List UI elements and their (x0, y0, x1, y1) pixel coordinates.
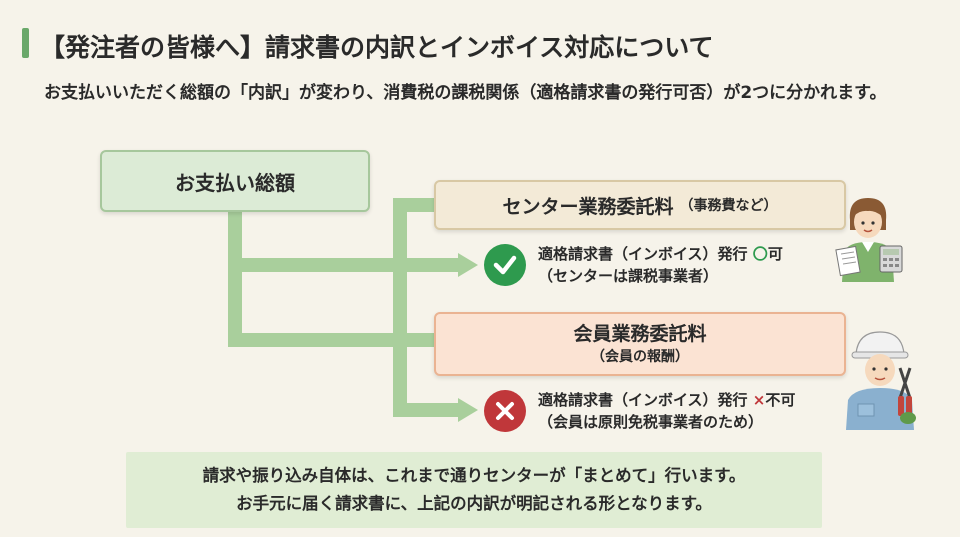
center-fee-label: センター業務委託料 (502, 195, 674, 218)
member-fee-box: 会員業務委託料 （会員の報酬） (434, 312, 846, 376)
total-amount-label: お支払い総額 (175, 170, 295, 195)
ok-mark: 〇 (752, 245, 768, 263)
member-invoice-result: 適格請求書（インボイス）発行 ×不可 （会員は原則免税事業者のため） (538, 389, 795, 433)
footer-line-1: 請求や振り込み自体は、これまで通りセンターが「まとめて」行います。 (202, 466, 746, 485)
center-result-note: （センターは課税事業者） (538, 267, 719, 285)
intro-text: お支払いいただく総額の「内訳」が変わり、消費税の課税関係（適格請求書の発行可否）… (44, 83, 887, 103)
arrowhead-ok (458, 253, 478, 277)
center-fee-note: （事務費など） (679, 198, 778, 214)
center-result-prefix: 適格請求書（インボイス）発行 (538, 245, 748, 263)
total-amount-box: お支払い総額 (100, 150, 370, 212)
page-title: 【発注者の皆様へ】請求書の内訳とインボイス対応について (40, 33, 714, 62)
footer-line-2: お手元に届く請求書に、上記の内訳が明記される形となります。 (236, 494, 712, 513)
member-result-word: 不可 (765, 391, 796, 409)
check-icon (484, 244, 526, 286)
cross-icon (484, 390, 526, 432)
center-fee-box: センター業務委託料 （事務費など） (434, 180, 846, 230)
member-fee-note: （会員の報酬） (591, 349, 689, 365)
office-woman-illustration (835, 198, 903, 282)
center-invoice-result: 適格請求書（インボイス）発行 〇可 （センターは課税事業者） (538, 243, 783, 287)
trunk-line (228, 212, 400, 347)
footer-note: 請求や振り込み自体は、これまで通りセンターが「まとめて」行います。 お手元に届く… (126, 452, 822, 528)
center-result-word: 可 (767, 245, 783, 263)
member-result-note: （会員は原則免税事業者のため） (538, 413, 764, 431)
arrowhead-ng (458, 398, 478, 422)
member-fee-label: 会員業務委託料 (573, 323, 707, 345)
branch-to-ng (393, 340, 460, 417)
member-result-prefix: 適格請求書（インボイス）発行 (538, 391, 748, 409)
ng-mark: × (752, 391, 766, 409)
branch-to-center (393, 198, 434, 340)
gardener-worker-illustration (846, 331, 916, 430)
title-accent-bar (22, 28, 29, 58)
